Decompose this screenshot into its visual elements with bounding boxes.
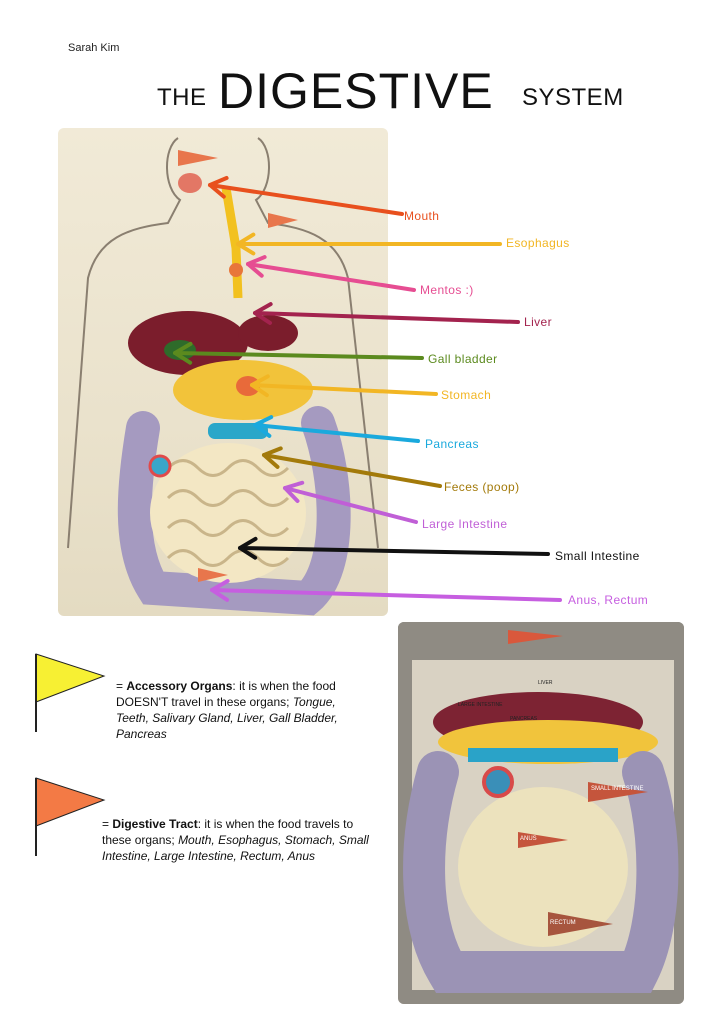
second-model-illustration: SMALL INTESTINE ANUS RECTUM LIVER LARGE … xyxy=(398,622,684,1004)
yellow-flag-icon xyxy=(35,653,106,732)
photo-label-rectum: RECTUM xyxy=(550,920,576,926)
arrow-head-10 xyxy=(210,579,230,602)
label-esophagus: Esophagus xyxy=(506,236,570,250)
title-suffix: SYSTEM xyxy=(522,84,624,111)
label-stomach: Stomach xyxy=(441,388,492,402)
arrow-head-4 xyxy=(173,341,193,365)
label-feces: Feces (poop) xyxy=(444,480,520,494)
arrow-shaft-5 xyxy=(250,383,438,396)
arrow-head-9 xyxy=(238,536,258,560)
arrow-shaft-6 xyxy=(253,423,420,443)
legend-tract-eq: = xyxy=(102,817,113,831)
label-mentos: Mentos :) xyxy=(420,283,474,297)
arrow-head-8 xyxy=(283,480,305,503)
arrow-head-0 xyxy=(208,175,229,199)
arrow-head-2 xyxy=(246,255,267,278)
legend-accessory: = Accessory Organs: it is when the food … xyxy=(70,678,370,742)
arrow-head-7 xyxy=(262,446,283,469)
arrow-shaft-8 xyxy=(283,486,418,524)
author-name: Sarah Kim xyxy=(68,42,120,54)
legend-tract-organs: Mouth, Esophagus, Stomach, Small Intesti… xyxy=(102,833,369,863)
arrow-head-1 xyxy=(236,232,256,256)
label-mouth: Mouth xyxy=(404,209,440,223)
label-pancreas: Pancreas xyxy=(425,437,479,451)
second-model-photo: SMALL INTESTINE ANUS RECTUM LIVER LARGE … xyxy=(398,622,684,1004)
arrow-shaft-3 xyxy=(253,311,520,324)
title-main: DIGESTIVE xyxy=(218,63,494,119)
arrow-shaft-2 xyxy=(246,262,416,292)
photo-label-small-intestine: SMALL INTESTINE xyxy=(591,786,643,792)
legend-accessory-term: Accessory Organs xyxy=(126,679,233,693)
orange-flag-icon xyxy=(35,777,106,856)
legend-accessory-organs: Tongue, Teeth, Salivary Gland, Liver, Ga… xyxy=(116,695,338,741)
arrow-head-6 xyxy=(253,415,274,438)
title-prefix: THE xyxy=(157,84,207,111)
arrow-shaft-7 xyxy=(262,453,442,488)
legend-accessory-desc: : it is when the food DOESN'T travel in … xyxy=(116,679,336,709)
page-title: THE DIGESTIVE SYSTEM xyxy=(0,58,728,119)
legend-tract-term: Digestive Tract xyxy=(112,817,198,831)
label-gall-bladder: Gall bladder xyxy=(428,352,498,366)
body-model-photo xyxy=(58,128,388,616)
arrow-shaft-0 xyxy=(208,183,404,216)
arrow-head-3 xyxy=(253,302,273,325)
label-large-intestine: Large Intestine xyxy=(422,517,508,531)
legend-tract-desc: : it is when the food travels to these o… xyxy=(102,817,354,847)
legend-tract: = Digestive Tract: it is when the food t… xyxy=(70,816,370,864)
label-anus-rectum: Anus, Rectum xyxy=(568,593,649,607)
arrow-shaft-4 xyxy=(173,351,424,360)
arrow-shaft-10 xyxy=(210,588,562,602)
photo-label-large-intestine: LARGE INTESTINE xyxy=(458,702,503,708)
photo-label-pancreas: PANCREAS xyxy=(510,716,538,722)
label-liver: Liver xyxy=(524,315,553,329)
legend-accessory-eq: = xyxy=(116,679,127,693)
arrow-head-5 xyxy=(250,374,270,398)
photo-label-anus: ANUS xyxy=(520,836,537,842)
photo-label-liver: LIVER xyxy=(538,680,553,686)
arrow-shaft-9 xyxy=(238,546,550,556)
label-small-intestine: Small Intestine xyxy=(555,549,640,563)
